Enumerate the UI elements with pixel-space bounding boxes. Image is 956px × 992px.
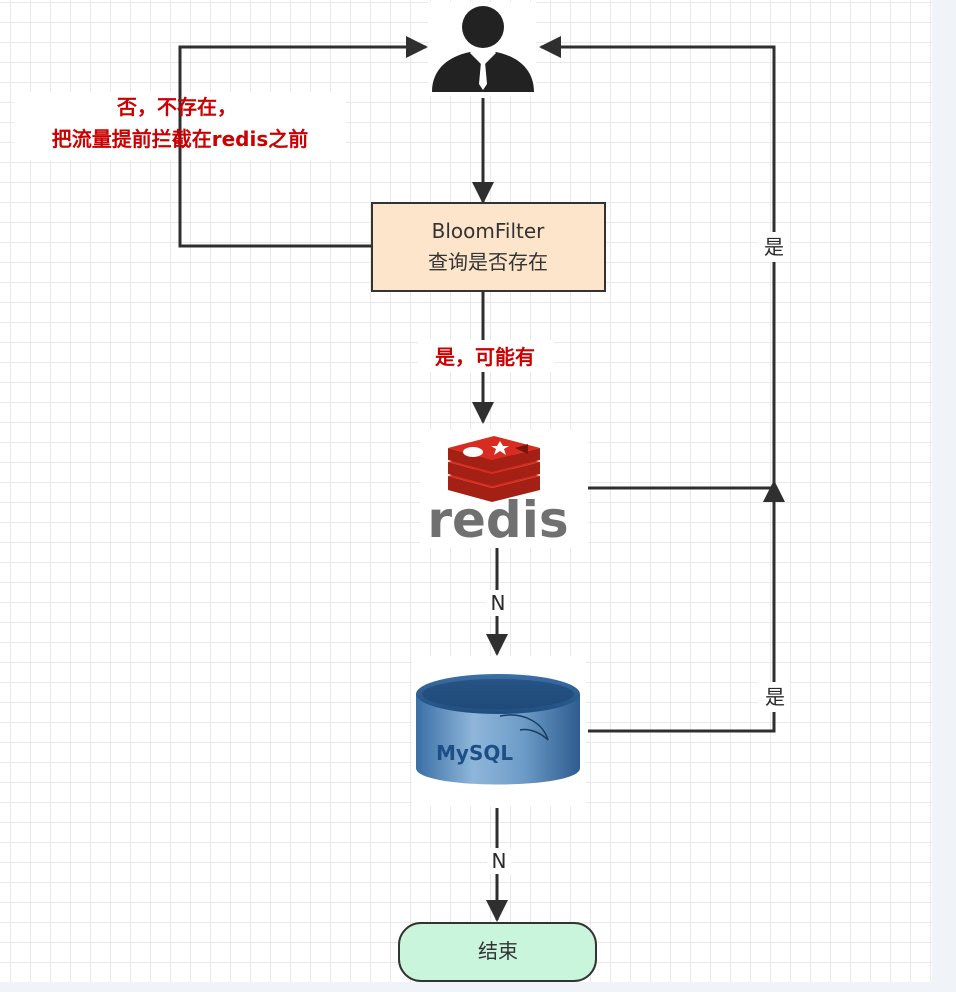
canvas-margin-bottom [0,982,956,992]
redis-logo: redis [420,430,588,549]
end-node-label: 结束 [478,939,518,963]
redis-miss-label: N [491,591,506,615]
bloomfilter-subtitle: 查询是否存在 [428,250,548,274]
edge-mysql-hit [588,480,785,733]
bloomfilter-node[interactable]: BloomFilter 查询是否存在 [371,202,606,292]
mysql-miss-label: N [492,849,507,873]
edge-redis-hit-to-user [539,36,776,490]
end-node[interactable]: 结束 [398,922,597,982]
mysql-wordmark: MySQL [436,741,513,765]
mysql-database-icon: MySQL [416,674,580,785]
user-icon [432,6,534,92]
redis-miss-label-backdrop [486,590,510,616]
canvas-margin-right [932,0,956,992]
pass-label-backdrop [418,340,554,372]
bloomfilter-title: BloomFilter [432,219,546,243]
pass-label: 是，可能有 [434,345,535,369]
redis-hit-label-backdrop [758,232,790,262]
mysql-miss-label-backdrop [487,848,511,874]
redis-wordmark: redis [427,491,568,549]
reject-label-line1: 否，不存在， [116,95,237,119]
mysql-hit-label: 是 [765,685,785,709]
reject-label-line2: 把流量提前拦截在redis之前 [52,127,309,151]
mysql-hit-label-backdrop [758,682,790,712]
redis-hit-label: 是 [764,235,784,259]
edge-filter-reject-to-user [178,36,428,248]
